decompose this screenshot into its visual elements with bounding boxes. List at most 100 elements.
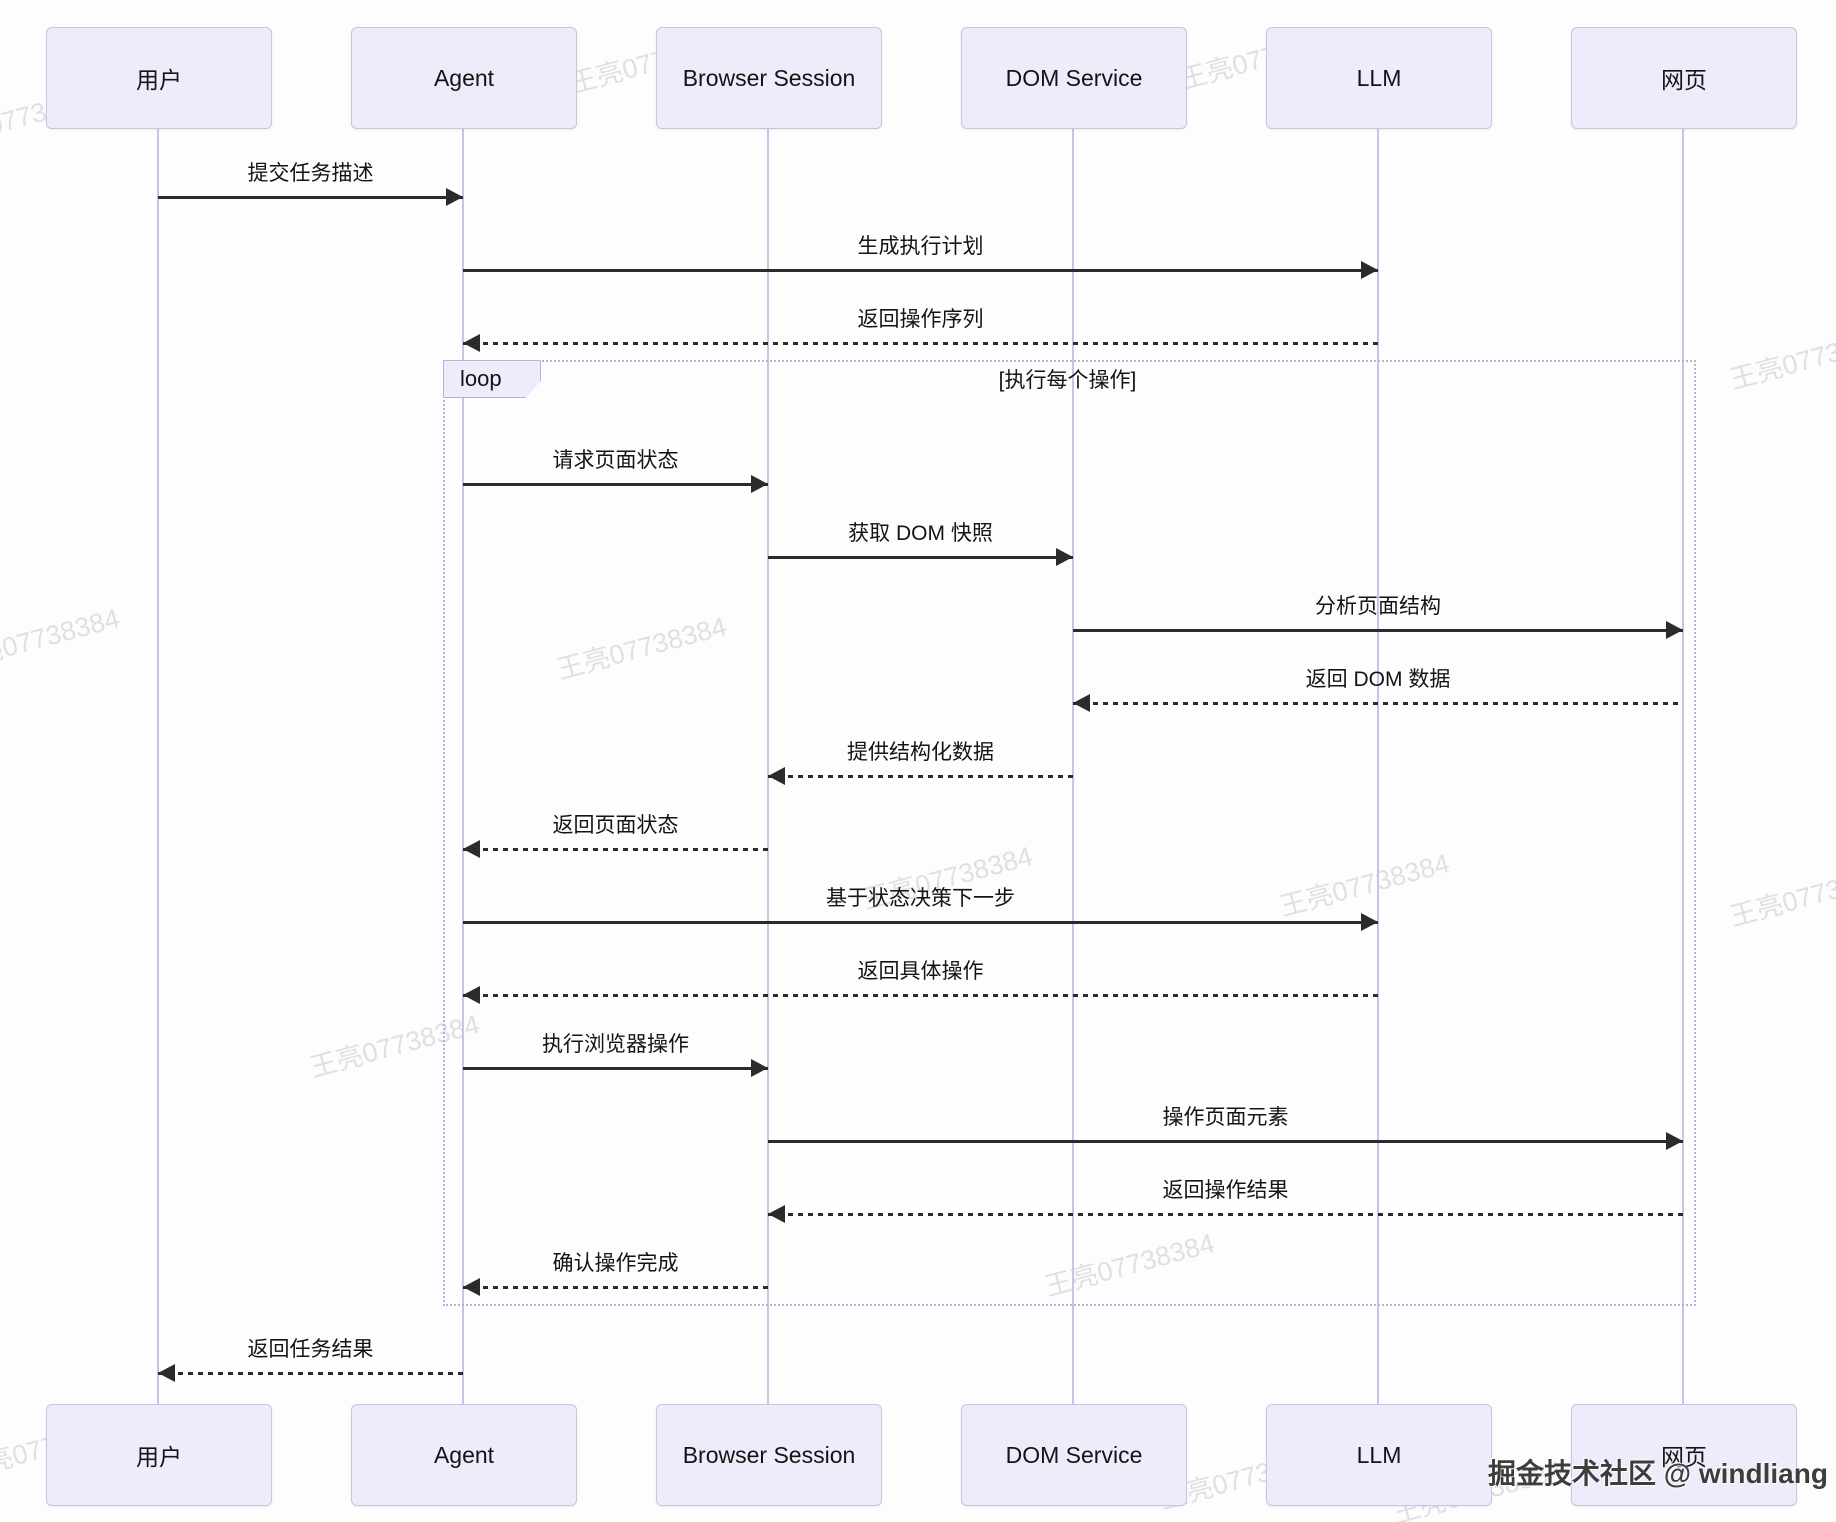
message-return-dom-data: 返回 DOM 数据 xyxy=(1073,667,1683,712)
message-label: 执行浏览器操作 xyxy=(542,1033,689,1056)
arrowhead xyxy=(768,767,785,785)
participant-box-agent-top: Agent xyxy=(351,27,577,129)
participant-label: 用户 xyxy=(136,1444,182,1470)
message-confirm-action-complete: 确认操作完成 xyxy=(463,1251,768,1296)
message-line xyxy=(463,994,1378,997)
participant-box-llm-bottom: LLM xyxy=(1266,1404,1492,1506)
lifeline-browser-session xyxy=(767,127,769,1404)
participant-box-agent-bottom: Agent xyxy=(351,1404,577,1506)
message-request-page-state: 请求页面状态 xyxy=(463,448,768,493)
message-label: 提供结构化数据 xyxy=(847,741,994,764)
message-line xyxy=(1073,629,1683,632)
participant-box-user-top: 用户 xyxy=(46,27,272,129)
message-label: 返回操作序列 xyxy=(857,308,984,331)
message-line xyxy=(158,1372,463,1375)
loop-label-chip: loop xyxy=(443,360,541,398)
arrowhead xyxy=(446,188,463,206)
participant-label: DOM Service xyxy=(1005,1441,1143,1468)
message-line xyxy=(463,1286,768,1289)
loop-label: loop xyxy=(460,366,502,391)
participant-label: 网页 xyxy=(1661,67,1707,93)
watermark: 王亮07738384 xyxy=(1726,321,1836,396)
participant-box-user-bottom: 用户 xyxy=(46,1404,272,1506)
message-line xyxy=(463,269,1378,272)
arrowhead xyxy=(463,986,480,1004)
message-label: 返回任务结果 xyxy=(247,1338,374,1361)
message-label: 生成执行计划 xyxy=(857,235,984,258)
arrowhead xyxy=(751,475,768,493)
message-line xyxy=(463,848,768,851)
message-line xyxy=(768,1213,1683,1216)
message-line xyxy=(158,196,463,199)
arrowhead xyxy=(768,1205,785,1223)
arrowhead xyxy=(463,840,480,858)
message-label: 基于状态决策下一步 xyxy=(826,887,1015,910)
message-line xyxy=(768,1140,1683,1143)
message-operate-page-elements: 操作页面元素 xyxy=(768,1105,1683,1150)
message-get-dom-snapshot: 获取 DOM 快照 xyxy=(768,521,1073,566)
lifeline-dom-service xyxy=(1072,127,1074,1404)
participant-label: DOM Service xyxy=(1005,64,1143,91)
message-line xyxy=(768,775,1073,778)
message-label: 返回操作结果 xyxy=(1162,1179,1289,1202)
message-line xyxy=(463,921,1378,924)
message-line xyxy=(768,556,1073,559)
message-provide-structured-data: 提供结构化数据 xyxy=(768,740,1073,785)
participant-label: Browser Session xyxy=(682,64,856,91)
participant-box-webpage-bottom: 网页 xyxy=(1571,1404,1797,1506)
participant-label: 用户 xyxy=(136,67,182,93)
message-submit-task-description: 提交任务描述 xyxy=(158,161,463,206)
lifeline-agent xyxy=(462,127,464,1404)
message-return-specific-action: 返回具体操作 xyxy=(463,959,1378,1004)
message-generate-execution-plan: 生成执行计划 xyxy=(463,234,1378,279)
message-decide-next-step: 基于状态决策下一步 xyxy=(463,886,1378,931)
message-line xyxy=(463,342,1378,345)
message-return-action-result: 返回操作结果 xyxy=(768,1178,1683,1223)
footer-credit: 掘金技术社区 @ windliang xyxy=(1488,1458,1828,1489)
message-label: 提交任务描述 xyxy=(247,162,374,185)
participant-box-browser-session-bottom: Browser Session xyxy=(656,1404,882,1506)
participant-box-webpage-top: 网页 xyxy=(1571,27,1797,129)
participant-label: Browser Session xyxy=(682,1441,856,1468)
arrowhead xyxy=(1666,621,1683,639)
lifeline-user xyxy=(157,127,159,1404)
message-label: 确认操作完成 xyxy=(552,1252,679,1275)
arrowhead xyxy=(158,1364,175,1382)
message-execute-browser-action: 执行浏览器操作 xyxy=(463,1032,768,1077)
message-label: 返回页面状态 xyxy=(552,814,679,837)
arrowhead xyxy=(1361,261,1378,279)
participant-box-browser-session-top: Browser Session xyxy=(656,27,882,129)
message-analyze-page-structure: 分析页面结构 xyxy=(1073,594,1683,639)
loop-frame xyxy=(443,360,1696,1306)
message-label: 请求页面状态 xyxy=(552,449,679,472)
message-label: 分析页面结构 xyxy=(1315,595,1441,618)
message-line xyxy=(1073,702,1683,705)
message-label: 操作页面元素 xyxy=(1162,1106,1289,1129)
message-return-action-sequence: 返回操作序列 xyxy=(463,307,1378,352)
message-return-task-result: 返回任务结果 xyxy=(158,1337,463,1382)
participant-label: LLM xyxy=(1356,64,1402,91)
watermark: 王亮07738384 xyxy=(0,603,123,678)
message-return-page-state: 返回页面状态 xyxy=(463,813,768,858)
participant-box-dom-service-bottom: DOM Service xyxy=(961,1404,1187,1506)
arrowhead xyxy=(751,1059,768,1077)
participant-box-dom-service-top: DOM Service xyxy=(961,27,1187,129)
watermark: 王亮07738384 xyxy=(1726,858,1836,933)
participant-box-llm-top: LLM xyxy=(1266,27,1492,129)
arrowhead xyxy=(1056,548,1073,566)
participant-label: 网页 xyxy=(1661,1444,1707,1470)
arrowhead xyxy=(463,334,480,352)
participant-label: Agent xyxy=(433,64,495,91)
arrowhead xyxy=(1073,694,1090,712)
participant-label: Agent xyxy=(433,1441,495,1468)
message-label: 获取 DOM 快照 xyxy=(848,522,993,545)
message-label: 返回具体操作 xyxy=(857,960,984,983)
message-line xyxy=(463,483,768,486)
message-line xyxy=(463,1067,768,1070)
lifeline-llm xyxy=(1377,127,1379,1404)
lifeline-webpage xyxy=(1682,127,1684,1404)
message-label: 返回 DOM 数据 xyxy=(1305,668,1451,691)
loop-condition: [执行每个操作] xyxy=(998,369,1137,392)
arrowhead xyxy=(463,1278,480,1296)
